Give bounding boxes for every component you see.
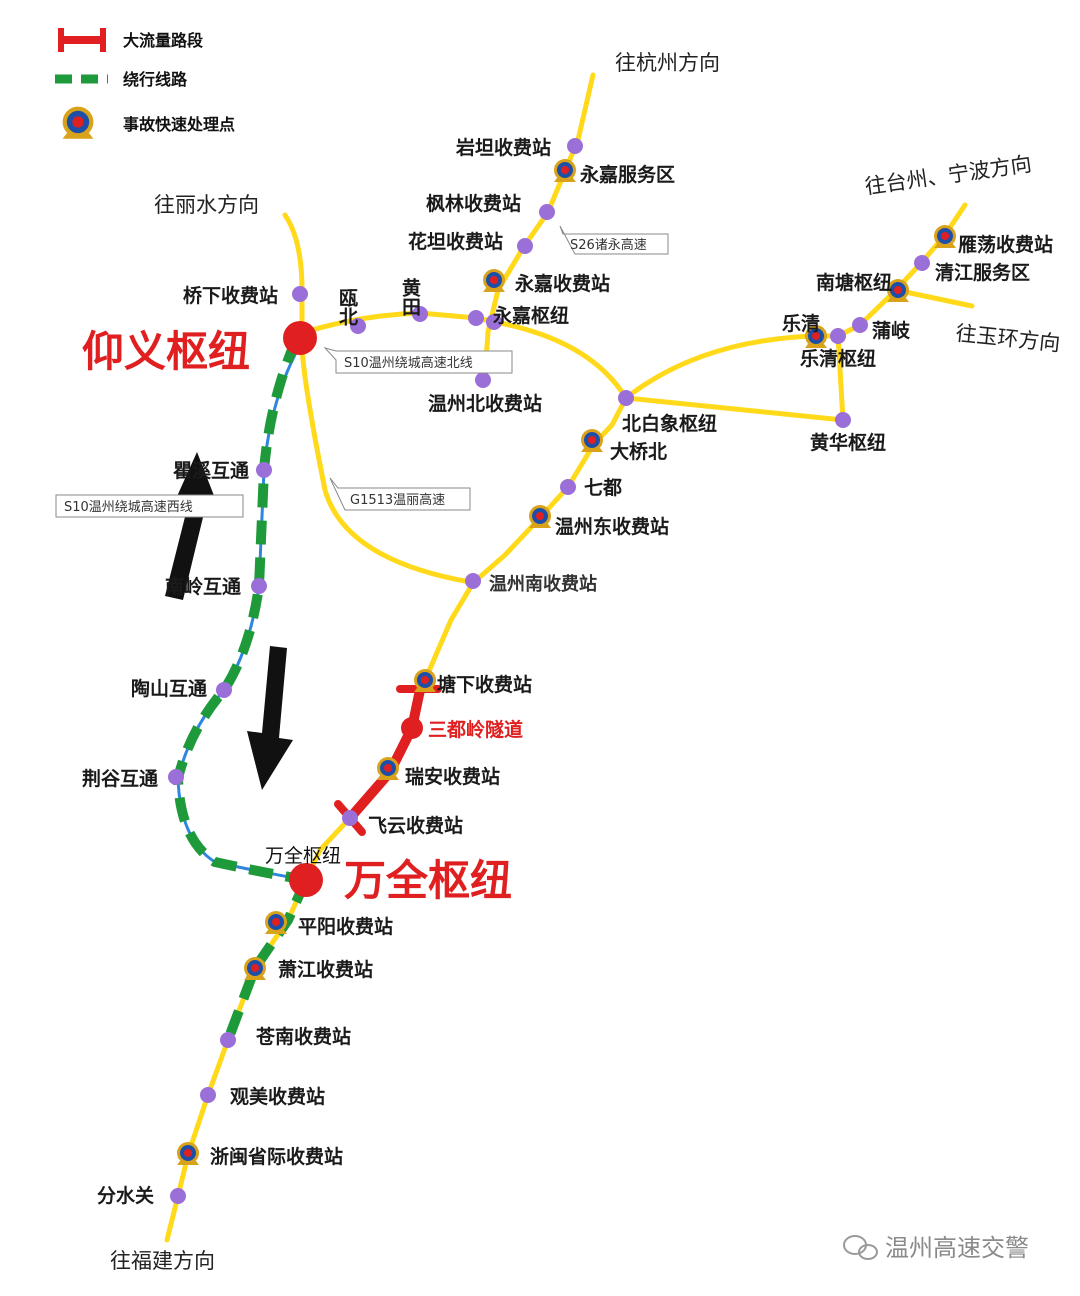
station-yongjia-service: 永嘉服务区 [579,163,675,186]
direction-hangzhou: 往杭州方向 [615,51,720,75]
direction-arrow-down [247,646,293,790]
station-provincial: 浙闽省际收费站 [210,1145,343,1168]
station-sandulin: 三都岭隧道 [428,718,523,741]
station-guanmei: 观美收费站 [230,1085,325,1108]
svg-text:G1513温丽高速: G1513温丽高速 [350,492,445,508]
station-xiaojiang: 萧江收费站 [278,958,373,981]
legend-heavy-traffic: 大流量路段 [123,31,204,50]
watermark: 温州高速交警 [843,1234,1029,1262]
station-wenzhou-east: 温州东收费站 [555,515,669,538]
station-feiyun: 飞云收费站 [368,814,463,837]
station-tangxia: 塘下收费站 [437,673,532,696]
station-wenzhou-north: 温州北收费站 [428,392,542,415]
sandulin-marker [401,717,423,739]
hub-label-wanquan: 万全枢纽 [344,856,512,905]
hub-label-wanquan-small: 万全枢纽 [265,845,341,867]
station-qutang: 瞿溪互通 [173,460,250,482]
svg-text:温州高速交警: 温州高速交警 [885,1234,1029,1262]
legend-detour: 绕行线路 [123,70,188,89]
station-jinggu: 荆谷互通 [82,767,159,790]
station-huangtian: 黄田 [399,277,421,316]
station-yongjia-hub: 永嘉枢纽 [492,304,569,327]
station-fenshuiguan: 分水关 [97,1184,154,1207]
svg-text:S10温州绕城高速西线: S10温州绕城高速西线 [64,499,193,515]
road-label-s10-west: S10温州绕城高速西线 [55,494,244,518]
station-yongjia-toll: 永嘉收费站 [514,272,610,295]
station-huatan: 花坦收费站 [408,230,503,253]
police-badge-icon [483,269,505,292]
police-badge-icon [581,429,603,452]
station-yueqing: 乐清 [782,312,820,335]
heavy-traffic-legend-icon [58,28,106,52]
station-puqi: 蒲岐 [872,319,911,342]
police-badge-icon [529,505,551,528]
road-label-s26: S26诸永高速 [559,225,669,255]
direction-fujian: 往福建方向 [110,1249,215,1273]
police-badge-icon [265,911,287,934]
direction-arrow-up [165,452,220,600]
station-qidu: 七都 [584,477,622,499]
wechat-icon [843,1235,878,1260]
direction-yuhuan: 往玉环方向 [954,321,1061,356]
police-badge-icon [554,159,576,182]
west-ring-line [176,344,307,882]
station-cangnan: 苍南收费站 [255,1025,351,1048]
road-label-g1513: G1513温丽高速 [329,477,471,511]
direction-taizhou-ningbo: 往台州、宁波方向 [863,152,1033,199]
direction-lishui: 往丽水方向 [154,193,259,217]
station-nantang: 南塘枢纽 [816,271,892,294]
station-qingjiang: 清江服务区 [935,261,1030,284]
station-baixiang: 北白象枢纽 [622,412,717,435]
station-daqiaobei: 大桥北 [610,440,667,463]
station-taoshan: 陶山互通 [131,677,208,700]
station-fenglin: 枫林收费站 [426,192,521,215]
station-oubei: 瓯北 [336,288,358,326]
svg-text:S10温州绕城高速北线: S10温州绕城高速北线 [344,355,473,371]
station-pingyang: 平阳收费站 [298,915,393,938]
station-yantan: 岩坦收费站 [455,136,551,159]
police-badge-icon [377,757,399,780]
police-badge-icon [934,225,956,248]
yangyi-hub-marker [283,321,317,355]
station-ruian: 瑞安收费站 [405,765,500,788]
police-badge-icon [62,106,94,139]
police-badge-icon [177,1142,199,1165]
detour-route [172,338,311,1042]
station-qiaoxia: 桥下收费站 [183,284,278,307]
police-badge-icon [244,957,266,980]
wanquan-hub-marker [289,863,323,897]
station-huanghua: 黄华枢纽 [810,431,886,454]
station-yandang: 雁荡收费站 [958,233,1053,256]
station-dots [168,138,930,1204]
station-nanling: 南岭互通 [165,575,242,598]
police-badge-icon [414,669,436,692]
legend: 大流量路段 绕行线路 事故快速处理点 [55,28,235,139]
hub-label-yangyi: 仰义枢纽 [82,327,250,376]
legend-accident-point: 事故快速处理点 [123,115,235,134]
svg-text:S26诸永高速: S26诸永高速 [570,237,647,253]
station-yueqing-hub: 乐清枢纽 [800,347,876,370]
road-label-s10-north: S10温州绕城高速北线 [323,347,513,374]
station-wenzhou-south: 温州南收费站 [489,573,597,595]
station-labels: 岩坦收费站 永嘉服务区 枫林收费站 花坦收费站 永嘉收费站 永嘉枢纽 桥下收费站… [82,136,1053,1207]
